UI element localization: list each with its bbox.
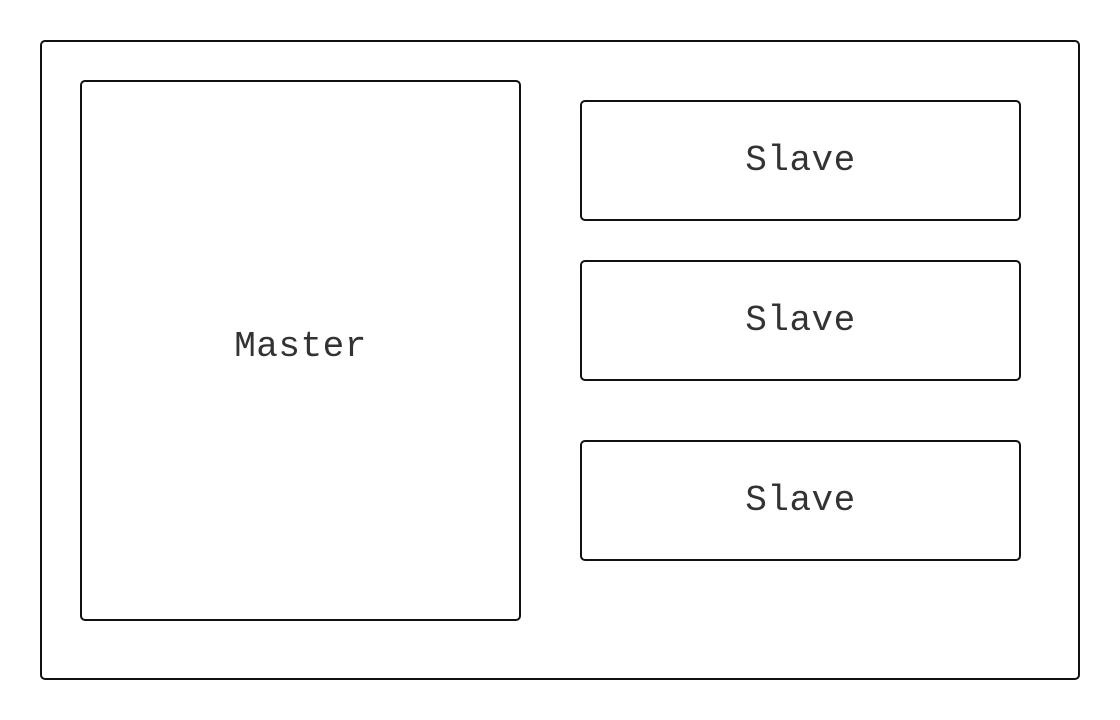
slave-node-3: Slave [580,440,1021,561]
slave-label: Slave [745,300,856,341]
master-label: Master [234,326,367,367]
master-node: Master [80,80,521,621]
outer-container [40,40,1080,680]
slave-label: Slave [745,480,856,521]
slave-label: Slave [745,140,856,181]
slave-node-2: Slave [580,260,1021,381]
slave-node-1: Slave [580,100,1021,221]
